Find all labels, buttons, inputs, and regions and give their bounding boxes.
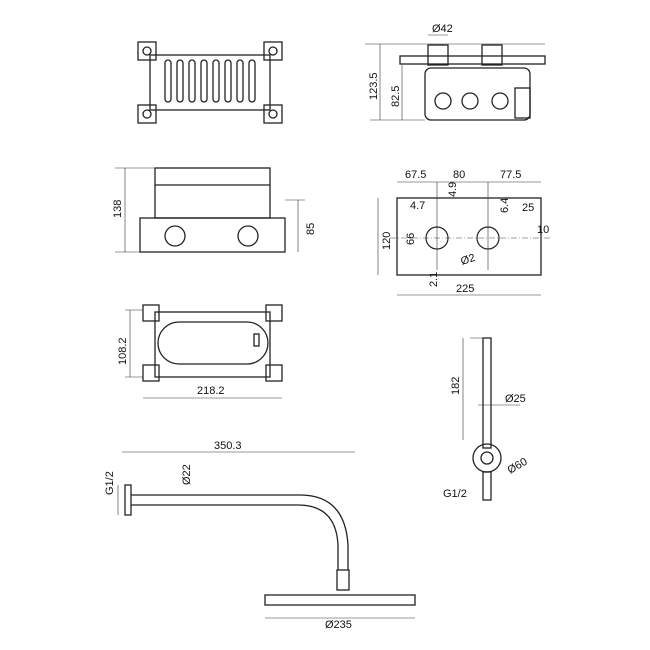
dim-right-offset: 6.4 (499, 198, 511, 213)
dim-dia-2: Ø2 (459, 252, 477, 268)
dim-handle-diameter: Ø25 (505, 393, 526, 405)
valve-side-view: Ø42 123.5 82.5 (365, 23, 546, 121)
dim-bracket-diameter: Ø60 (506, 456, 530, 477)
dim-width: 218.2 (197, 385, 225, 397)
dim-body-height: 82.5 (390, 86, 402, 107)
dim-10: 10 (537, 224, 549, 236)
dim-right: 77.5 (500, 169, 521, 181)
dim-height: 120 (381, 232, 393, 250)
dim-arm-diameter: Ø22 (181, 464, 193, 485)
dim-left: 67.5 (405, 169, 426, 181)
dim-length: 182 (450, 377, 462, 395)
dim-total-height: 123.5 (368, 72, 380, 100)
dim-width: 225 (456, 283, 474, 295)
dim-length: 350.3 (214, 440, 242, 452)
dim-middle: 80 (453, 169, 465, 181)
mounting-box-top-view (137, 41, 283, 124)
mounting-box-front-view: 138 85 (112, 167, 317, 253)
dim-head-diameter: Ø235 (325, 619, 352, 631)
dim-height: 108.2 (117, 337, 129, 365)
dim-25: 25 (522, 202, 534, 214)
shower-arm-view: 350.3 G1/2 Ø22 Ø235 (104, 440, 416, 631)
mounting-box-plan-view: 108.2 218.2 (117, 304, 283, 399)
dim-thread: G1/2 (443, 488, 467, 500)
dim-h-offset: 4.7 (410, 200, 425, 212)
dim-top-offset: 4.9 (447, 182, 459, 197)
cover-plate-front-view: 67.5 80 77.5 4.9 4.7 6.4 25 10 120 66 Ø2… (377, 169, 550, 296)
dim-handle-diameter: Ø42 (432, 23, 453, 35)
dim-total-height: 138 (112, 200, 124, 218)
hand-shower-view: 182 Ø25 Ø60 G1/2 (443, 337, 530, 501)
dim-thread: G1/2 (104, 471, 116, 495)
dim-hole: 66 (405, 233, 417, 245)
dim-body-height: 85 (305, 223, 317, 235)
dim-bottom-offset: 2.1 (428, 272, 440, 287)
